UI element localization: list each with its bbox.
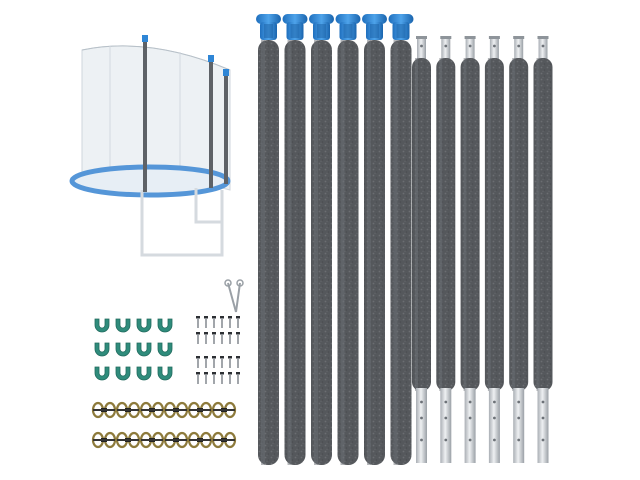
screw-icon bbox=[236, 316, 240, 328]
screw-icon bbox=[220, 356, 224, 368]
screw-icon bbox=[220, 332, 224, 344]
screw-icon bbox=[204, 316, 208, 328]
clamp-icon bbox=[139, 431, 165, 449]
screw-icon bbox=[212, 316, 216, 328]
screw-icon bbox=[228, 372, 232, 384]
lower-pole bbox=[460, 36, 480, 463]
upper-pole bbox=[282, 14, 308, 465]
clamp-icon bbox=[211, 401, 237, 419]
screw-icon bbox=[196, 316, 200, 328]
upper-pole bbox=[335, 14, 361, 465]
screw-icon bbox=[204, 332, 208, 344]
screw-icon bbox=[236, 372, 240, 384]
clamp-icon bbox=[187, 401, 213, 419]
lower-pole bbox=[436, 36, 456, 463]
clamp-icon bbox=[163, 431, 189, 449]
u-pad bbox=[136, 342, 152, 357]
u-pad bbox=[94, 342, 110, 357]
screw-icon bbox=[228, 356, 232, 368]
u-pad bbox=[115, 342, 131, 357]
lower-pole bbox=[533, 36, 553, 463]
clamp-icon bbox=[187, 431, 213, 449]
pole-cap-icon bbox=[388, 14, 414, 40]
pole-cap-icon bbox=[256, 14, 281, 40]
lower-pole-group bbox=[412, 36, 553, 463]
upper-pole bbox=[362, 14, 387, 465]
screw-icon bbox=[236, 356, 240, 368]
u-pad bbox=[157, 318, 173, 333]
u-pad-set bbox=[94, 318, 173, 381]
lower-pole bbox=[484, 36, 504, 463]
screw-icon bbox=[212, 372, 216, 384]
screw-icon bbox=[228, 332, 232, 344]
upper-pole bbox=[256, 14, 281, 465]
clamp-icon bbox=[115, 401, 141, 419]
clamp-icon bbox=[91, 431, 117, 449]
clamp-icon bbox=[139, 401, 165, 419]
u-pad bbox=[115, 366, 131, 381]
upper-pole-group bbox=[256, 14, 414, 465]
screw-icon bbox=[204, 356, 208, 368]
u-pad bbox=[136, 366, 152, 381]
screw-icon bbox=[220, 372, 224, 384]
screw-icon bbox=[196, 372, 200, 384]
u-pad bbox=[94, 366, 110, 381]
upper-pole bbox=[388, 14, 414, 465]
screw-icon bbox=[196, 332, 200, 344]
pole-cap-icon bbox=[309, 14, 334, 40]
u-pad bbox=[157, 366, 173, 381]
clamp-icon bbox=[163, 401, 189, 419]
screw-icon bbox=[196, 356, 200, 368]
screw-icon bbox=[228, 316, 232, 328]
wrench-tool-icon bbox=[224, 279, 244, 313]
screw-icon bbox=[212, 356, 216, 368]
u-pad bbox=[115, 318, 131, 333]
pole-cap-icon bbox=[335, 14, 361, 40]
screw-icon bbox=[212, 332, 216, 344]
clamp-icon bbox=[91, 401, 117, 419]
u-pad bbox=[157, 342, 173, 357]
u-pad bbox=[94, 318, 110, 333]
clamp-set bbox=[91, 401, 237, 449]
screw-icon bbox=[220, 316, 224, 328]
pole-cap-icon bbox=[282, 14, 308, 40]
lower-pole bbox=[412, 36, 431, 463]
clamp-icon bbox=[211, 431, 237, 449]
trampoline-illustration bbox=[69, 35, 231, 257]
screw-icon bbox=[204, 372, 208, 384]
u-pad bbox=[136, 318, 152, 333]
lower-pole bbox=[509, 36, 529, 463]
pole-cap-icon bbox=[362, 14, 387, 40]
screw-set bbox=[196, 316, 240, 384]
clamp-icon bbox=[115, 431, 141, 449]
screw-icon bbox=[236, 332, 240, 344]
upper-pole bbox=[309, 14, 334, 465]
